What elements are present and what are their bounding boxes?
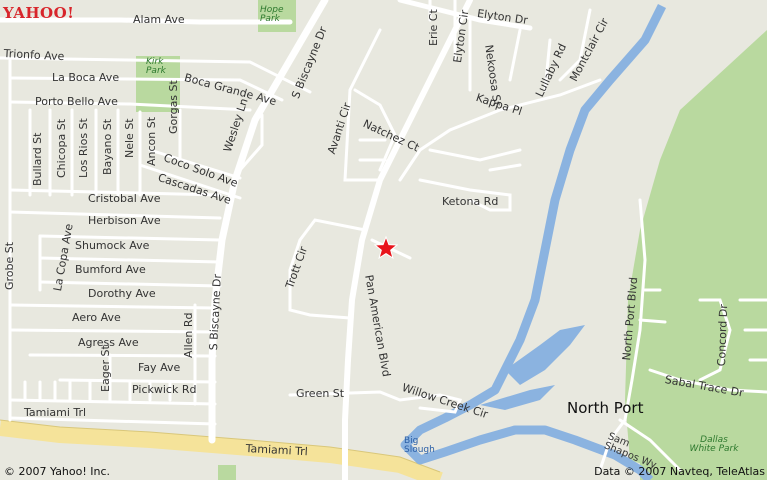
street-erie-ct: Erie Ct [427,9,440,46]
street-bumford-ave: Bumford Ave [75,263,146,276]
street-bayano-st: Bayano St [101,118,114,175]
street-porto-bello-ave: Porto Bello Ave [35,95,118,108]
kirk-park-area [136,56,180,112]
red-star-icon[interactable] [374,236,398,260]
street-tamiami-trl-west: Tamiami Trl [24,406,87,419]
street-trionfo-ave: Trionfo Ave [3,47,65,64]
street-gorgas-st: Gorgas St [167,80,180,134]
street-shumock-ave: Shumock Ave [75,239,150,252]
hope-park-area [258,0,296,32]
small-park-area [218,465,236,480]
east-park-area [625,30,767,480]
street-ketona-rd: Ketona Rd [442,195,499,208]
street-alam-ave: Alam Ave [133,13,185,26]
river [400,3,667,480]
tamiami-highway [0,420,443,480]
street-cristobal-ave: Cristobal Ave [88,192,161,205]
city-north-port: North Port [567,399,644,417]
street-green-st: Green St [296,387,345,400]
street-eager-st: Eager St [99,345,112,392]
park-hope: Hope Park [260,5,284,24]
street-herbison-ave: Herbison Ave [88,214,161,227]
street-allen-rd: Allen Rd [182,312,195,359]
park-dallas-white: Dallas White Park [689,435,739,454]
street-la-boca-ave: La Boca Ave [52,71,120,84]
street-aero-ave: Aero Ave [72,311,121,324]
street-ancon-st: Ancon St [145,116,158,166]
street-tamiami-trl-east: Tamiami Trl [245,442,309,459]
water-big-slough: Big Slough [404,436,435,455]
street-bullard-st: Bullard St [31,132,44,186]
street-grobe-st: Grobe St [3,241,16,290]
street-fay-ave: Fay Ave [138,361,181,374]
pan-american-road [342,0,473,480]
street-los-rios-st: Los Rios St [77,118,90,178]
street-concord-dr: Concord Dr [715,304,731,367]
yahoo-logo[interactable]: YAHOO! [3,4,75,22]
street-pickwick-rd: Pickwick Rd [132,383,197,396]
s-biscayne-road [208,0,329,444]
park-kirk: Kirk Park [146,57,166,76]
copyright-yahoo: © 2007 Yahoo! Inc. [4,465,111,478]
street-agress-ave: Agress Ave [78,336,139,349]
street-dorothy-ave: Dorothy Ave [88,287,156,300]
street-nele-st: Nele St [123,118,136,158]
copyright-data: Data © 2007 Navteq, TeleAtlas [594,465,765,478]
street-chicopa-st: Chicopa St [55,118,68,178]
